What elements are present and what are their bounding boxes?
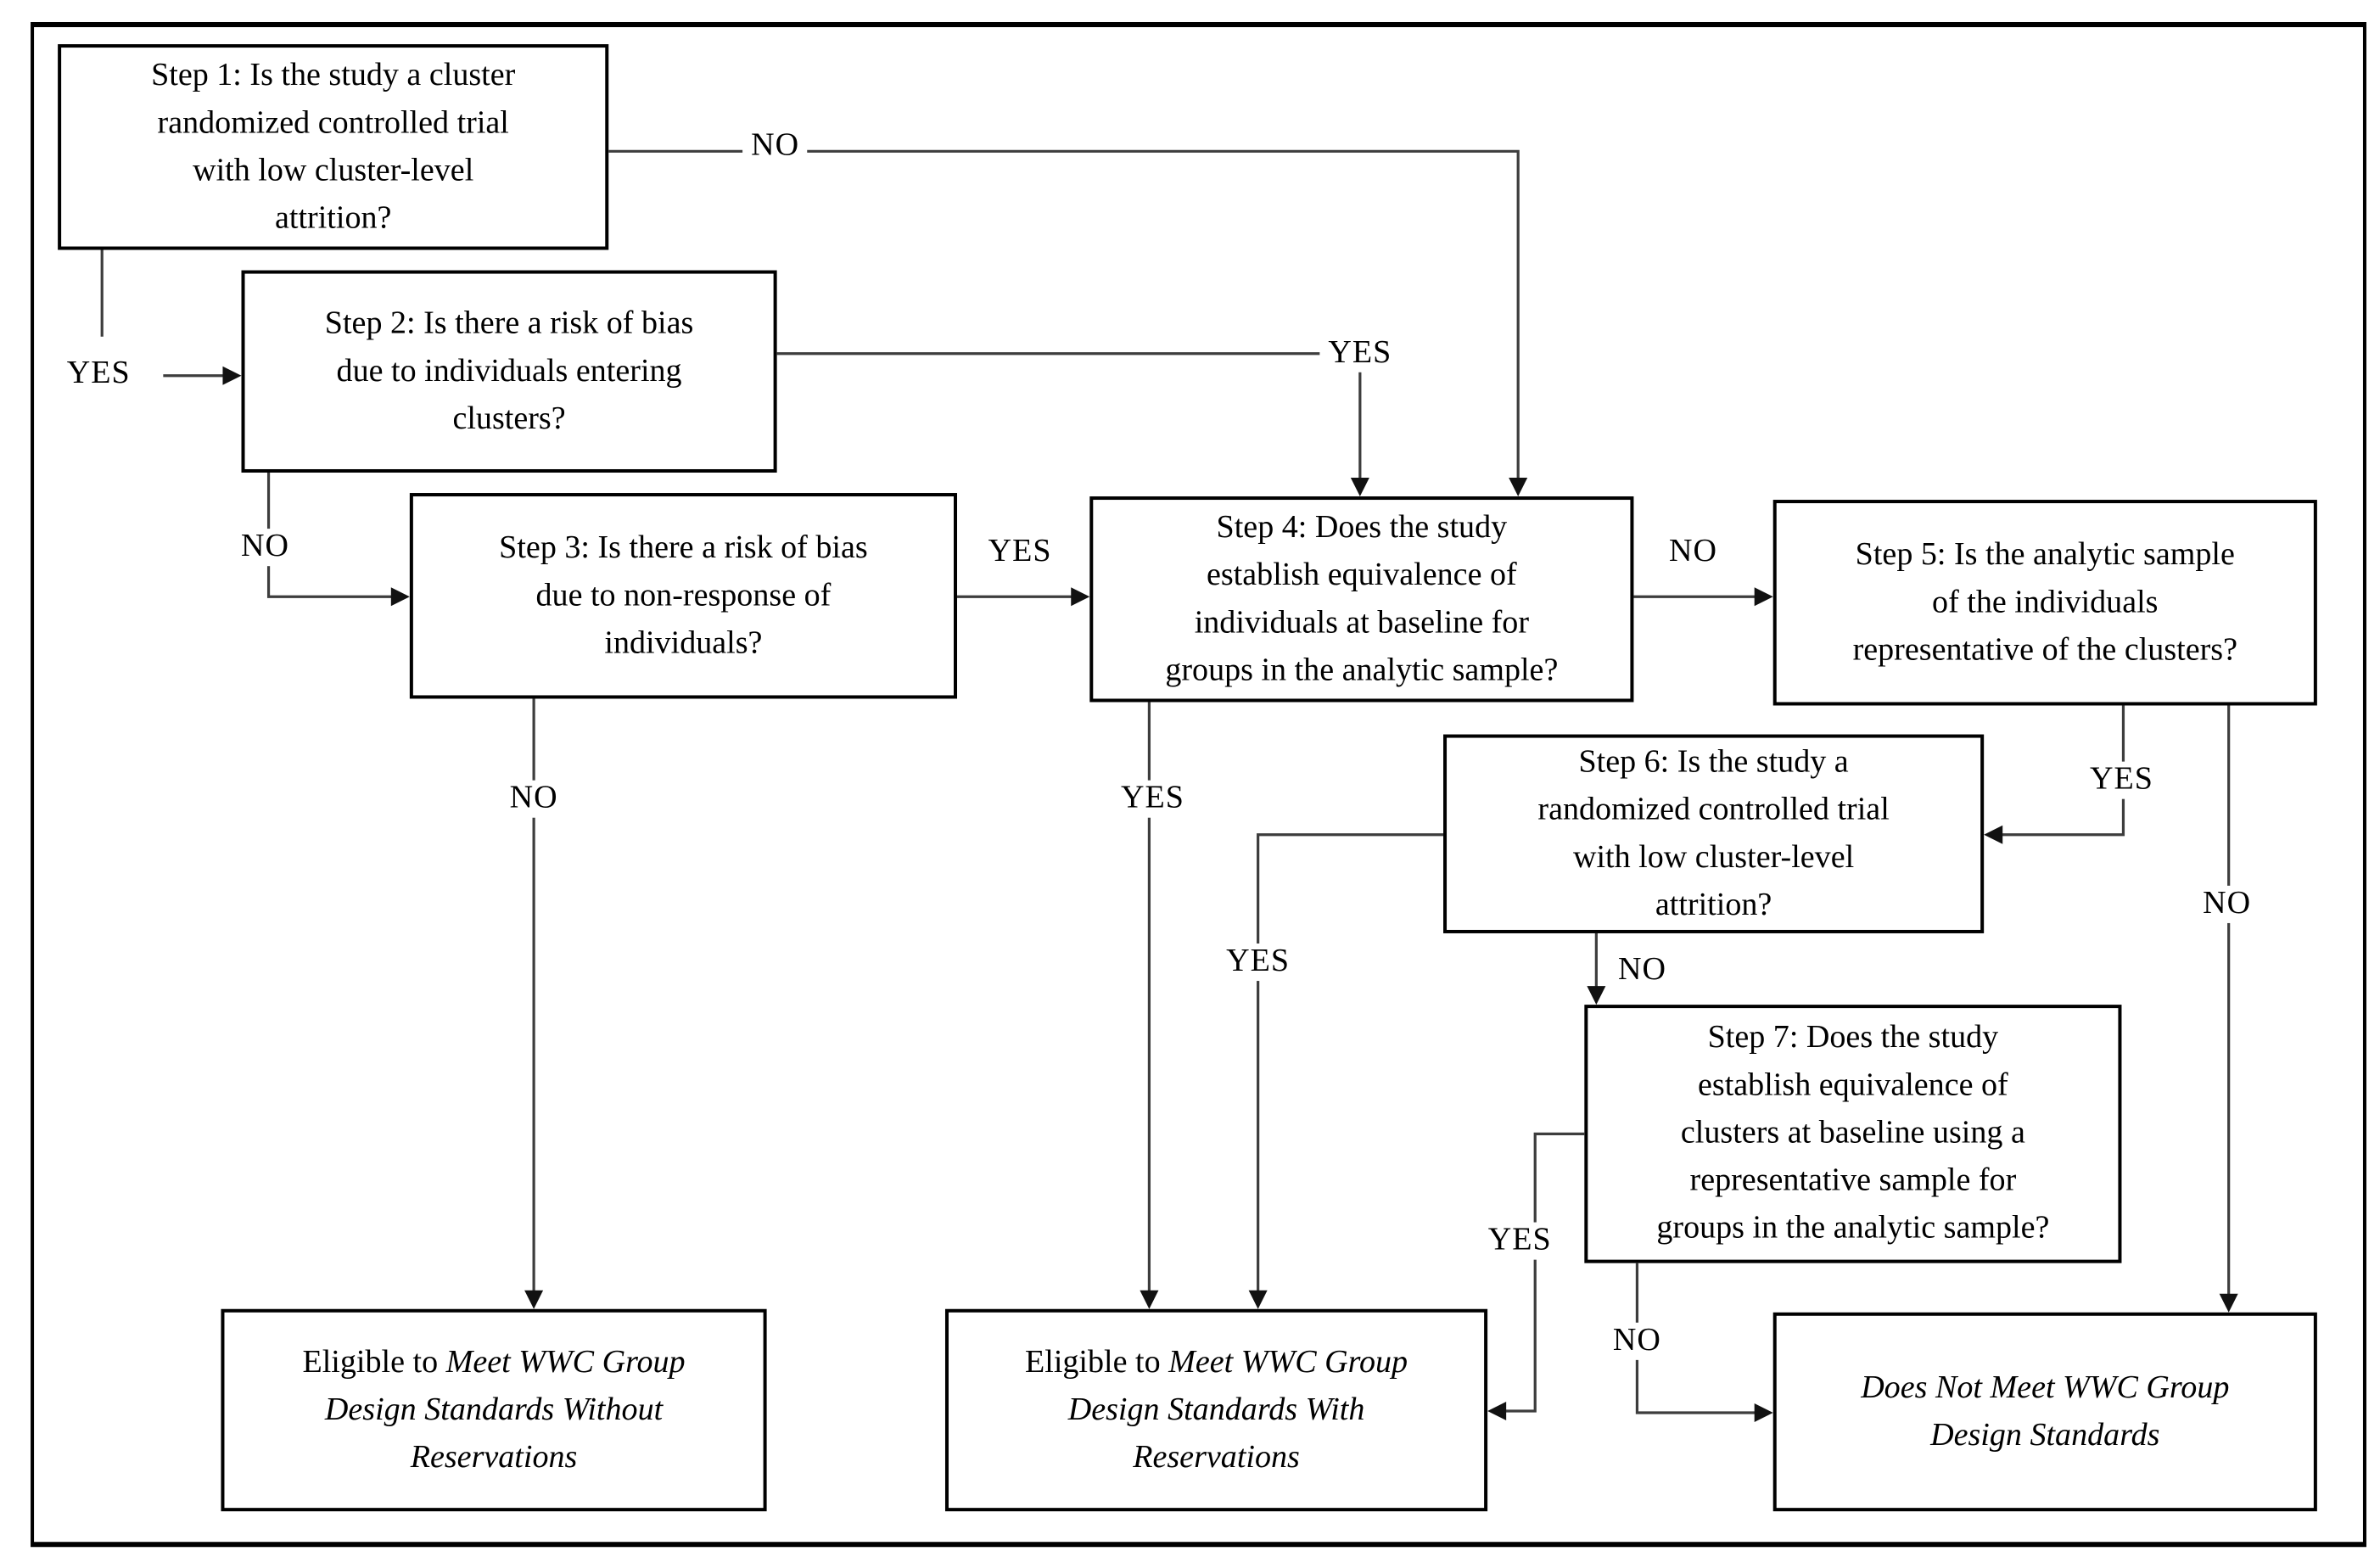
connector-step3-yes bbox=[957, 587, 1090, 607]
outcome-with-reservations-box: Eligible to Meet WWC Group Design Standa… bbox=[944, 1308, 1488, 1512]
edge-label-step6-no: NO bbox=[1609, 951, 1675, 990]
connector-step1-no bbox=[608, 149, 1528, 497]
connector-step7-yes bbox=[1487, 1132, 1585, 1420]
edge-label-step4-no: NO bbox=[1660, 534, 1727, 572]
step-3-box: Step 3: Is there a risk of bias due to n… bbox=[409, 493, 958, 699]
step-6-text: Step 6: Is the study a randomized contro… bbox=[1537, 743, 1890, 922]
step-5-box: Step 5: Is the analytic sample of the in… bbox=[1772, 500, 2317, 706]
edge-label-step3-yes: YES bbox=[979, 534, 1061, 572]
outcome-prefix: Eligible to bbox=[302, 1343, 446, 1380]
step-6-box: Step 6: Is the study a randomized contro… bbox=[1443, 734, 1985, 933]
edge-label-step2-no: NO bbox=[232, 529, 299, 567]
connector-step4-no bbox=[1633, 587, 1773, 607]
step-4-text: Step 4: Does the study establish equival… bbox=[1165, 509, 1559, 688]
edge-label-step5-yes: YES bbox=[2080, 761, 2162, 799]
edge-label-step7-yes: YES bbox=[1479, 1222, 1560, 1260]
outcome-without-reservations-box: Eligible to Meet WWC Group Design Standa… bbox=[221, 1308, 767, 1512]
edge-label-step7-no: NO bbox=[1604, 1322, 1670, 1360]
connector-step7-no bbox=[1635, 1263, 1773, 1422]
connector-step2-yes bbox=[776, 352, 1369, 497]
step-7-box: Step 7: Does the study establish equival… bbox=[1584, 1005, 2122, 1263]
step-1-box: Step 1: Is the study a cluster randomize… bbox=[58, 44, 609, 250]
outcome-emphasis: Meet WWC Group Design Standards Without … bbox=[324, 1343, 686, 1476]
step-2-box: Step 2: Is there a risk of bias due to i… bbox=[241, 270, 777, 473]
outcome-without-reservations-text: Eligible to Meet WWC Group Design Standa… bbox=[224, 1339, 763, 1481]
edge-label-step6-yes: YES bbox=[1218, 943, 1299, 982]
outcome-does-not-meet-text: Does Not Meet WWC Group Design Standards bbox=[1777, 1364, 2314, 1459]
connector-step2-no bbox=[266, 472, 410, 607]
step-5-text: Step 5: Is the analytic sample of the in… bbox=[1852, 536, 2238, 668]
outcome-emphasis: Meet WWC Group Design Standards With Res… bbox=[1067, 1343, 1408, 1476]
step-4-box: Step 4: Does the study establish equival… bbox=[1089, 496, 1634, 703]
figure-border-frame bbox=[31, 22, 2366, 1548]
outcome-prefix: Eligible to bbox=[1024, 1343, 1169, 1380]
edge-label-step4-yes: YES bbox=[1112, 780, 1193, 818]
outcome-does-not-meet-box: Does Not Meet WWC Group Design Standards bbox=[1772, 1312, 2317, 1512]
edge-label-step1-no: NO bbox=[742, 127, 809, 165]
step-7-text: Step 7: Does the study establish equival… bbox=[1656, 1020, 2050, 1246]
step-3-text: Step 3: Is there a risk of bias due to n… bbox=[499, 529, 868, 661]
edge-label-step5-no: NO bbox=[2194, 885, 2260, 923]
outcome-emphasis: Does Not Meet WWC Group Design Standards bbox=[1861, 1369, 2230, 1453]
edge-label-step3-no: NO bbox=[501, 780, 567, 818]
connector-step1-yes bbox=[100, 249, 242, 385]
outcome-with-reservations-text: Eligible to Meet WWC Group Design Standa… bbox=[949, 1339, 1484, 1481]
connector-step5-yes bbox=[1984, 705, 2125, 844]
edge-label-step2-yes: YES bbox=[1319, 334, 1401, 372]
connector-step6-yes bbox=[1248, 833, 1444, 1309]
connector-step6-no bbox=[1587, 932, 1606, 1005]
step-2-text: Step 2: Is there a risk of bias due to i… bbox=[324, 305, 694, 436]
connector-step5-no bbox=[2219, 705, 2238, 1313]
edge-label-step1-yes: YES bbox=[58, 355, 139, 393]
step-1-text: Step 1: Is the study a cluster randomize… bbox=[151, 57, 516, 236]
